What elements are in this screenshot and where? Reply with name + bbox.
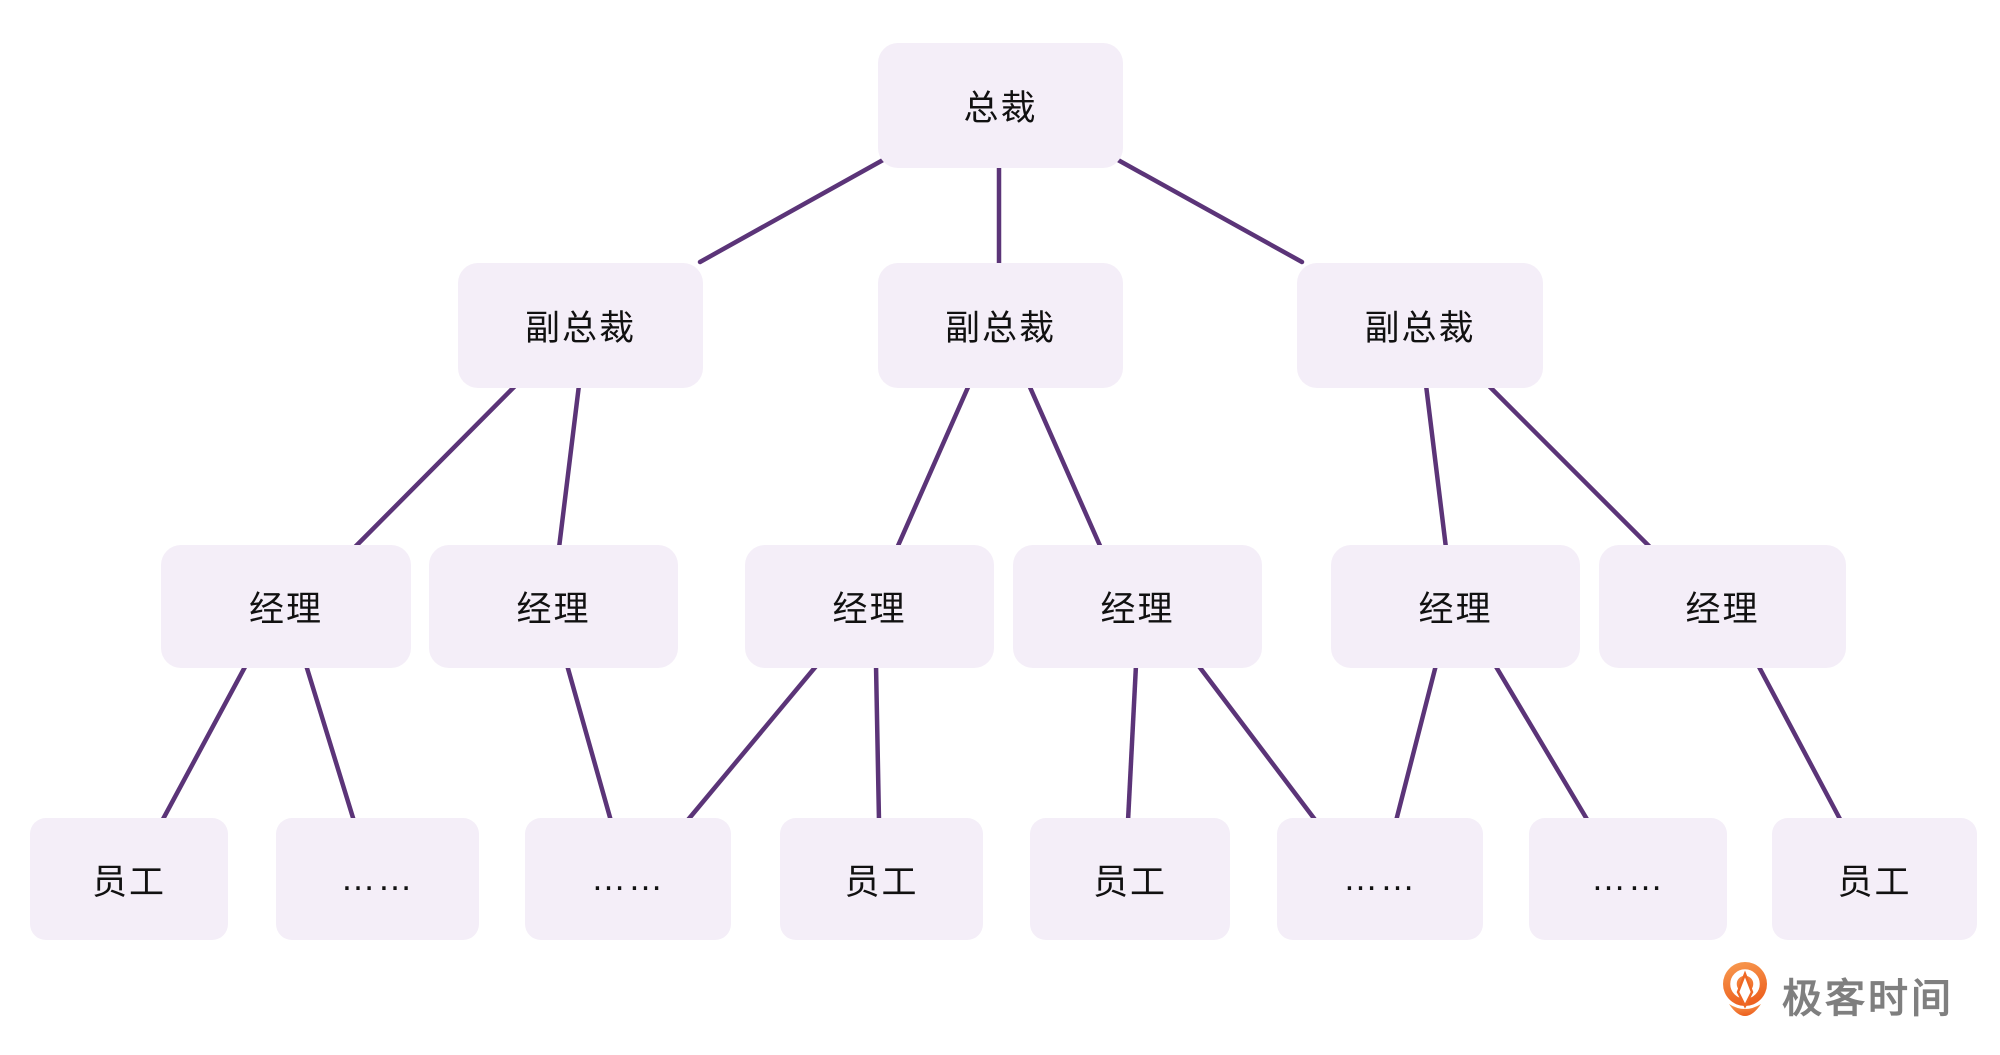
edge-mgr-1-dots-2 <box>303 662 357 824</box>
edge-president-vp-3 <box>1115 157 1305 265</box>
org-node-staff-1: 员工 <box>30 818 228 940</box>
org-node-president: 总裁 <box>878 43 1123 168</box>
edge-mgr-4-dots-6 <box>1195 662 1319 824</box>
edge-vp-3-mgr-6 <box>1485 382 1654 551</box>
org-node-dots-3: …… <box>525 818 731 940</box>
org-node-dots-6: …… <box>1277 818 1483 940</box>
edge-vp-1-mgr-2 <box>556 382 582 551</box>
org-node-mgr-2: 经理 <box>429 545 678 668</box>
edge-mgr-3-dots-3 <box>684 662 820 824</box>
edge-mgr-4-staff-5 <box>1125 662 1139 824</box>
edge-mgr-5-dots-7 <box>1492 662 1591 824</box>
org-node-vp-3: 副总裁 <box>1297 263 1543 388</box>
edge-vp-2-mgr-3 <box>894 382 972 551</box>
org-node-mgr-3: 经理 <box>745 545 994 668</box>
org-node-staff-8: 员工 <box>1772 818 1977 940</box>
org-node-vp-1: 副总裁 <box>458 263 703 388</box>
org-node-mgr-5: 经理 <box>1331 545 1580 668</box>
edge-vp-1-mgr-1 <box>351 382 519 551</box>
edge-mgr-3-staff-4 <box>873 662 882 824</box>
org-node-mgr-6: 经理 <box>1599 545 1846 668</box>
org-node-dots-2: …… <box>276 818 479 940</box>
watermark-text: 极客时间 <box>1782 977 1954 1021</box>
org-node-dots-7: …… <box>1529 818 1727 940</box>
edge-mgr-5-dots-6 <box>1393 662 1439 824</box>
org-node-staff-4: 员工 <box>780 818 983 940</box>
geektime-logo-icon <box>1723 962 1767 1016</box>
org-node-vp-2: 副总裁 <box>878 263 1123 388</box>
org-node-staff-5: 员工 <box>1030 818 1230 940</box>
edge-mgr-1-staff-1 <box>159 662 249 824</box>
geektime-watermark: 极客时间 <box>1722 962 1954 1030</box>
edge-mgr-2-dots-3 <box>564 662 614 824</box>
edge-president-vp-1 <box>697 157 886 265</box>
org-node-mgr-4: 经理 <box>1013 545 1262 668</box>
edge-vp-2-mgr-4 <box>1026 382 1104 551</box>
edge-vp-3-mgr-5 <box>1423 382 1449 551</box>
org-node-mgr-1: 经理 <box>161 545 411 668</box>
edge-mgr-6-staff-8 <box>1755 662 1844 824</box>
